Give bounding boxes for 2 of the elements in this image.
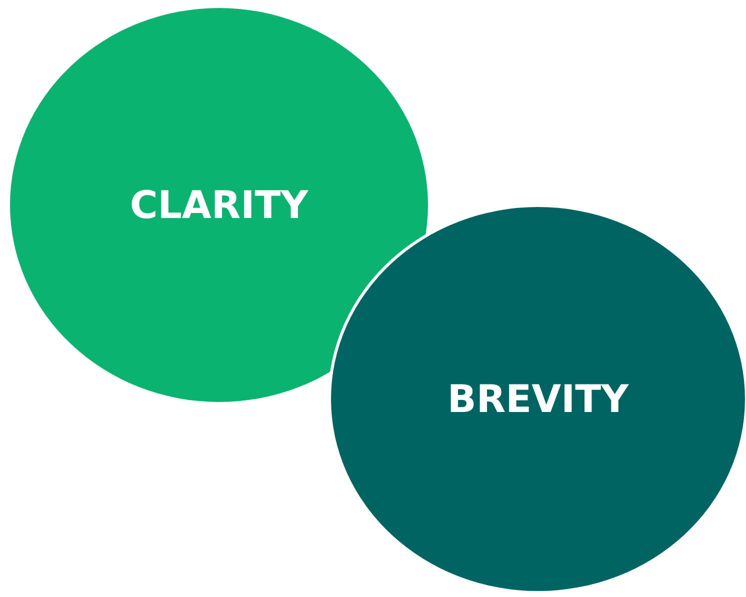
node-label: CLARITY [130, 183, 308, 227]
node-label: BREVITY [447, 377, 629, 421]
